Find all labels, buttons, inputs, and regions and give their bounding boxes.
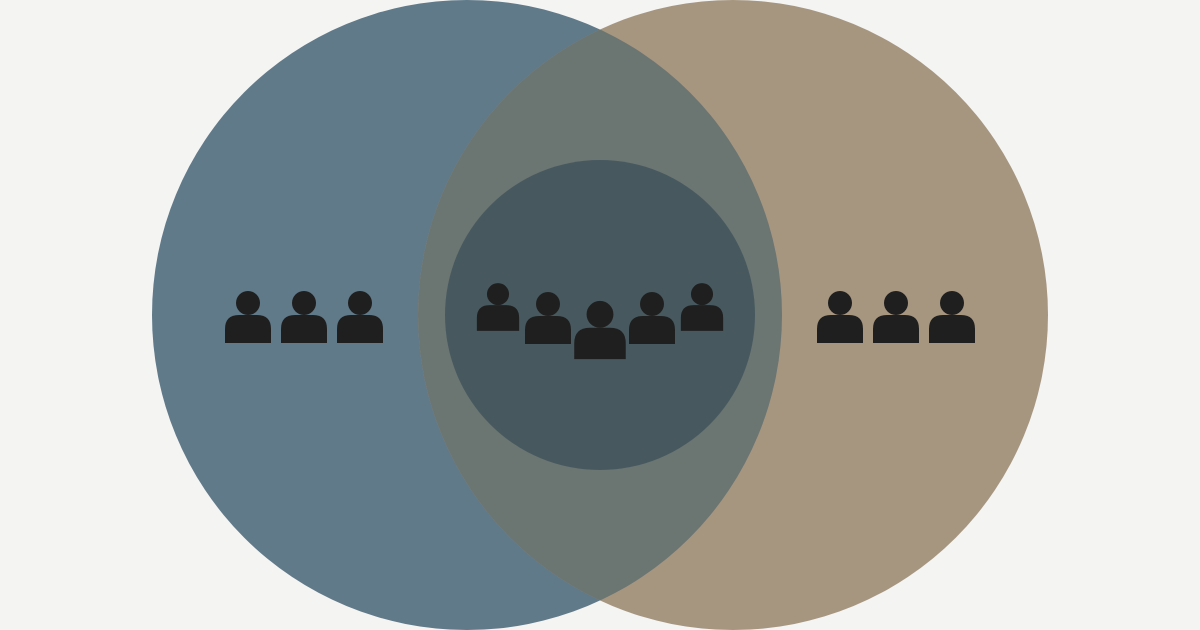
left-set-people-group [225,291,383,343]
right-set-people-group [817,291,975,343]
